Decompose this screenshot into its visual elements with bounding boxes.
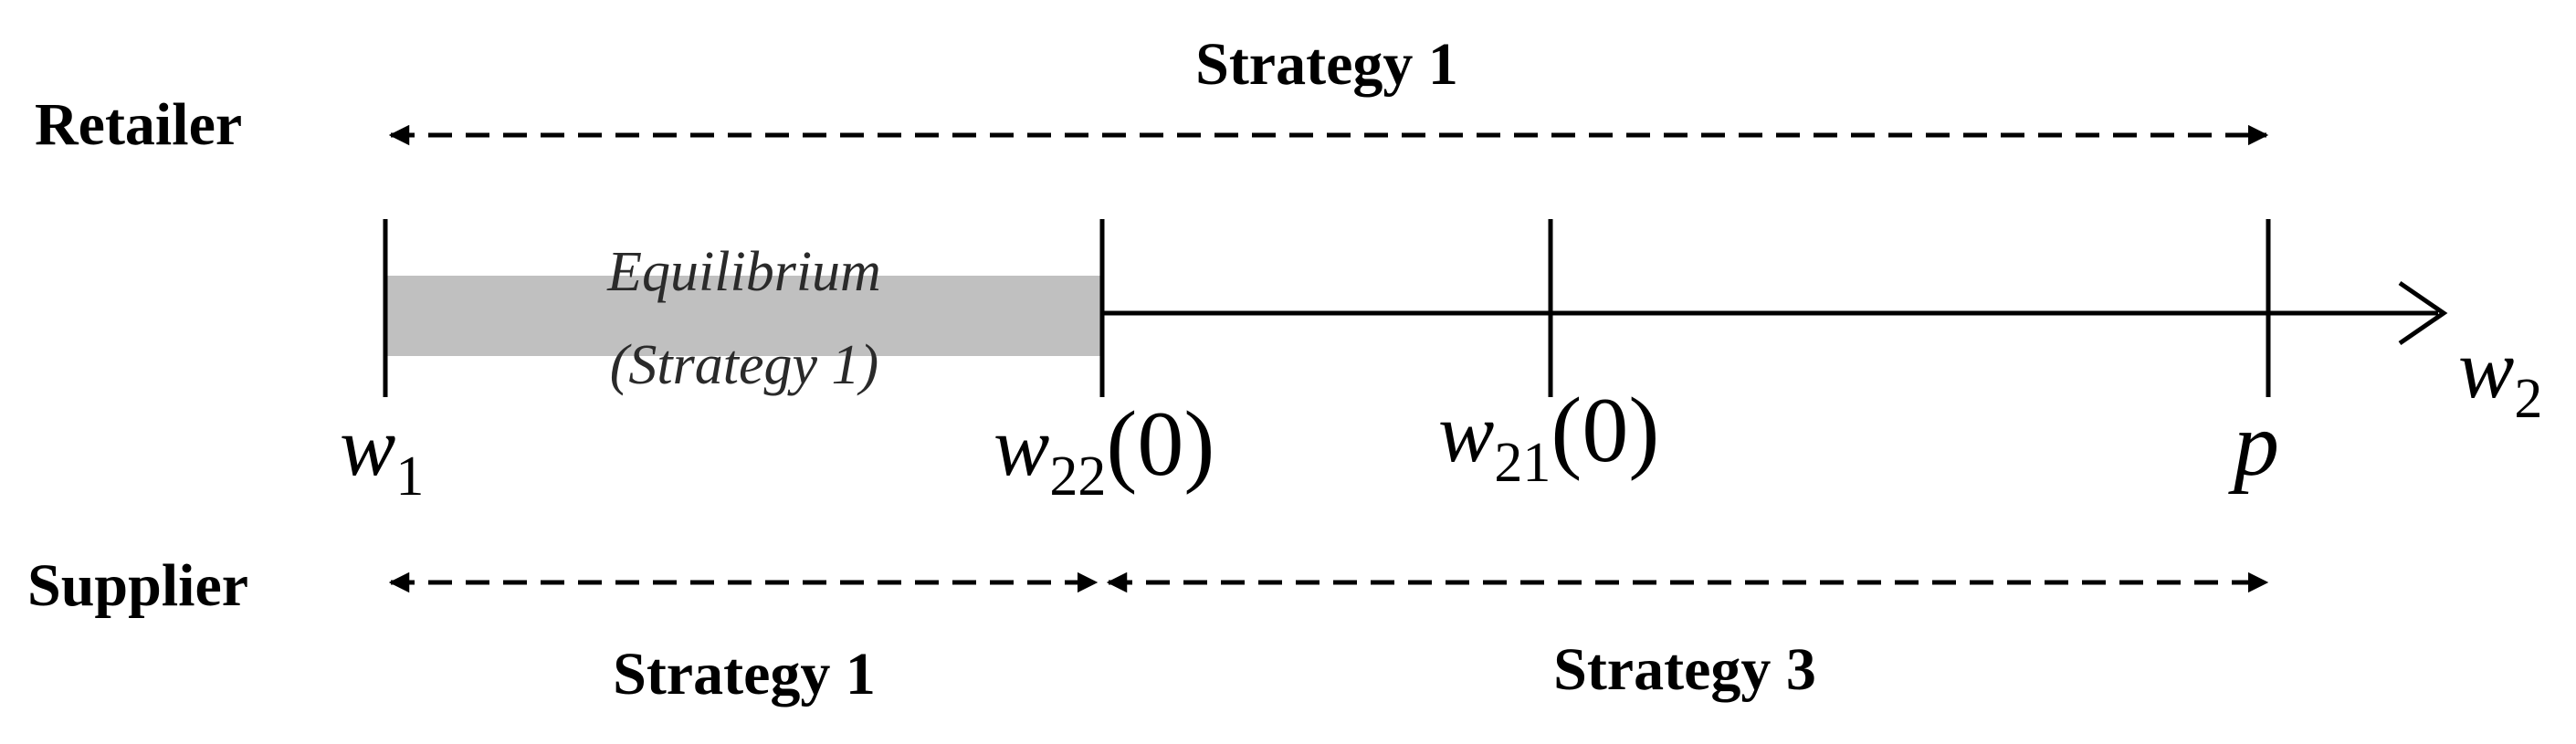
supplier-strategy3-label: Strategy 3 — [1553, 636, 1816, 703]
tick-label-p: p — [2228, 393, 2279, 495]
w2-axis-arrowhead — [2398, 280, 2448, 346]
supplier-label: Supplier — [27, 552, 248, 619]
tick-label-w22: w22(0) — [994, 393, 1214, 508]
equilibrium-region — [385, 276, 1102, 356]
tick-label-w21: w21(0) — [1438, 379, 1659, 494]
supplier-strategy1-label: Strategy 1 — [613, 641, 876, 707]
equilibrium-strategy-label: (Strategy 1) — [610, 334, 878, 396]
tick-label-w1: w1 — [340, 400, 424, 508]
equilibrium-label: Equilibrium — [606, 241, 881, 303]
w2-axis-label: w2 — [2458, 322, 2542, 430]
retailer-strategy-label: Strategy 1 — [1195, 31, 1458, 98]
retailer-label: Retailer — [35, 91, 242, 158]
